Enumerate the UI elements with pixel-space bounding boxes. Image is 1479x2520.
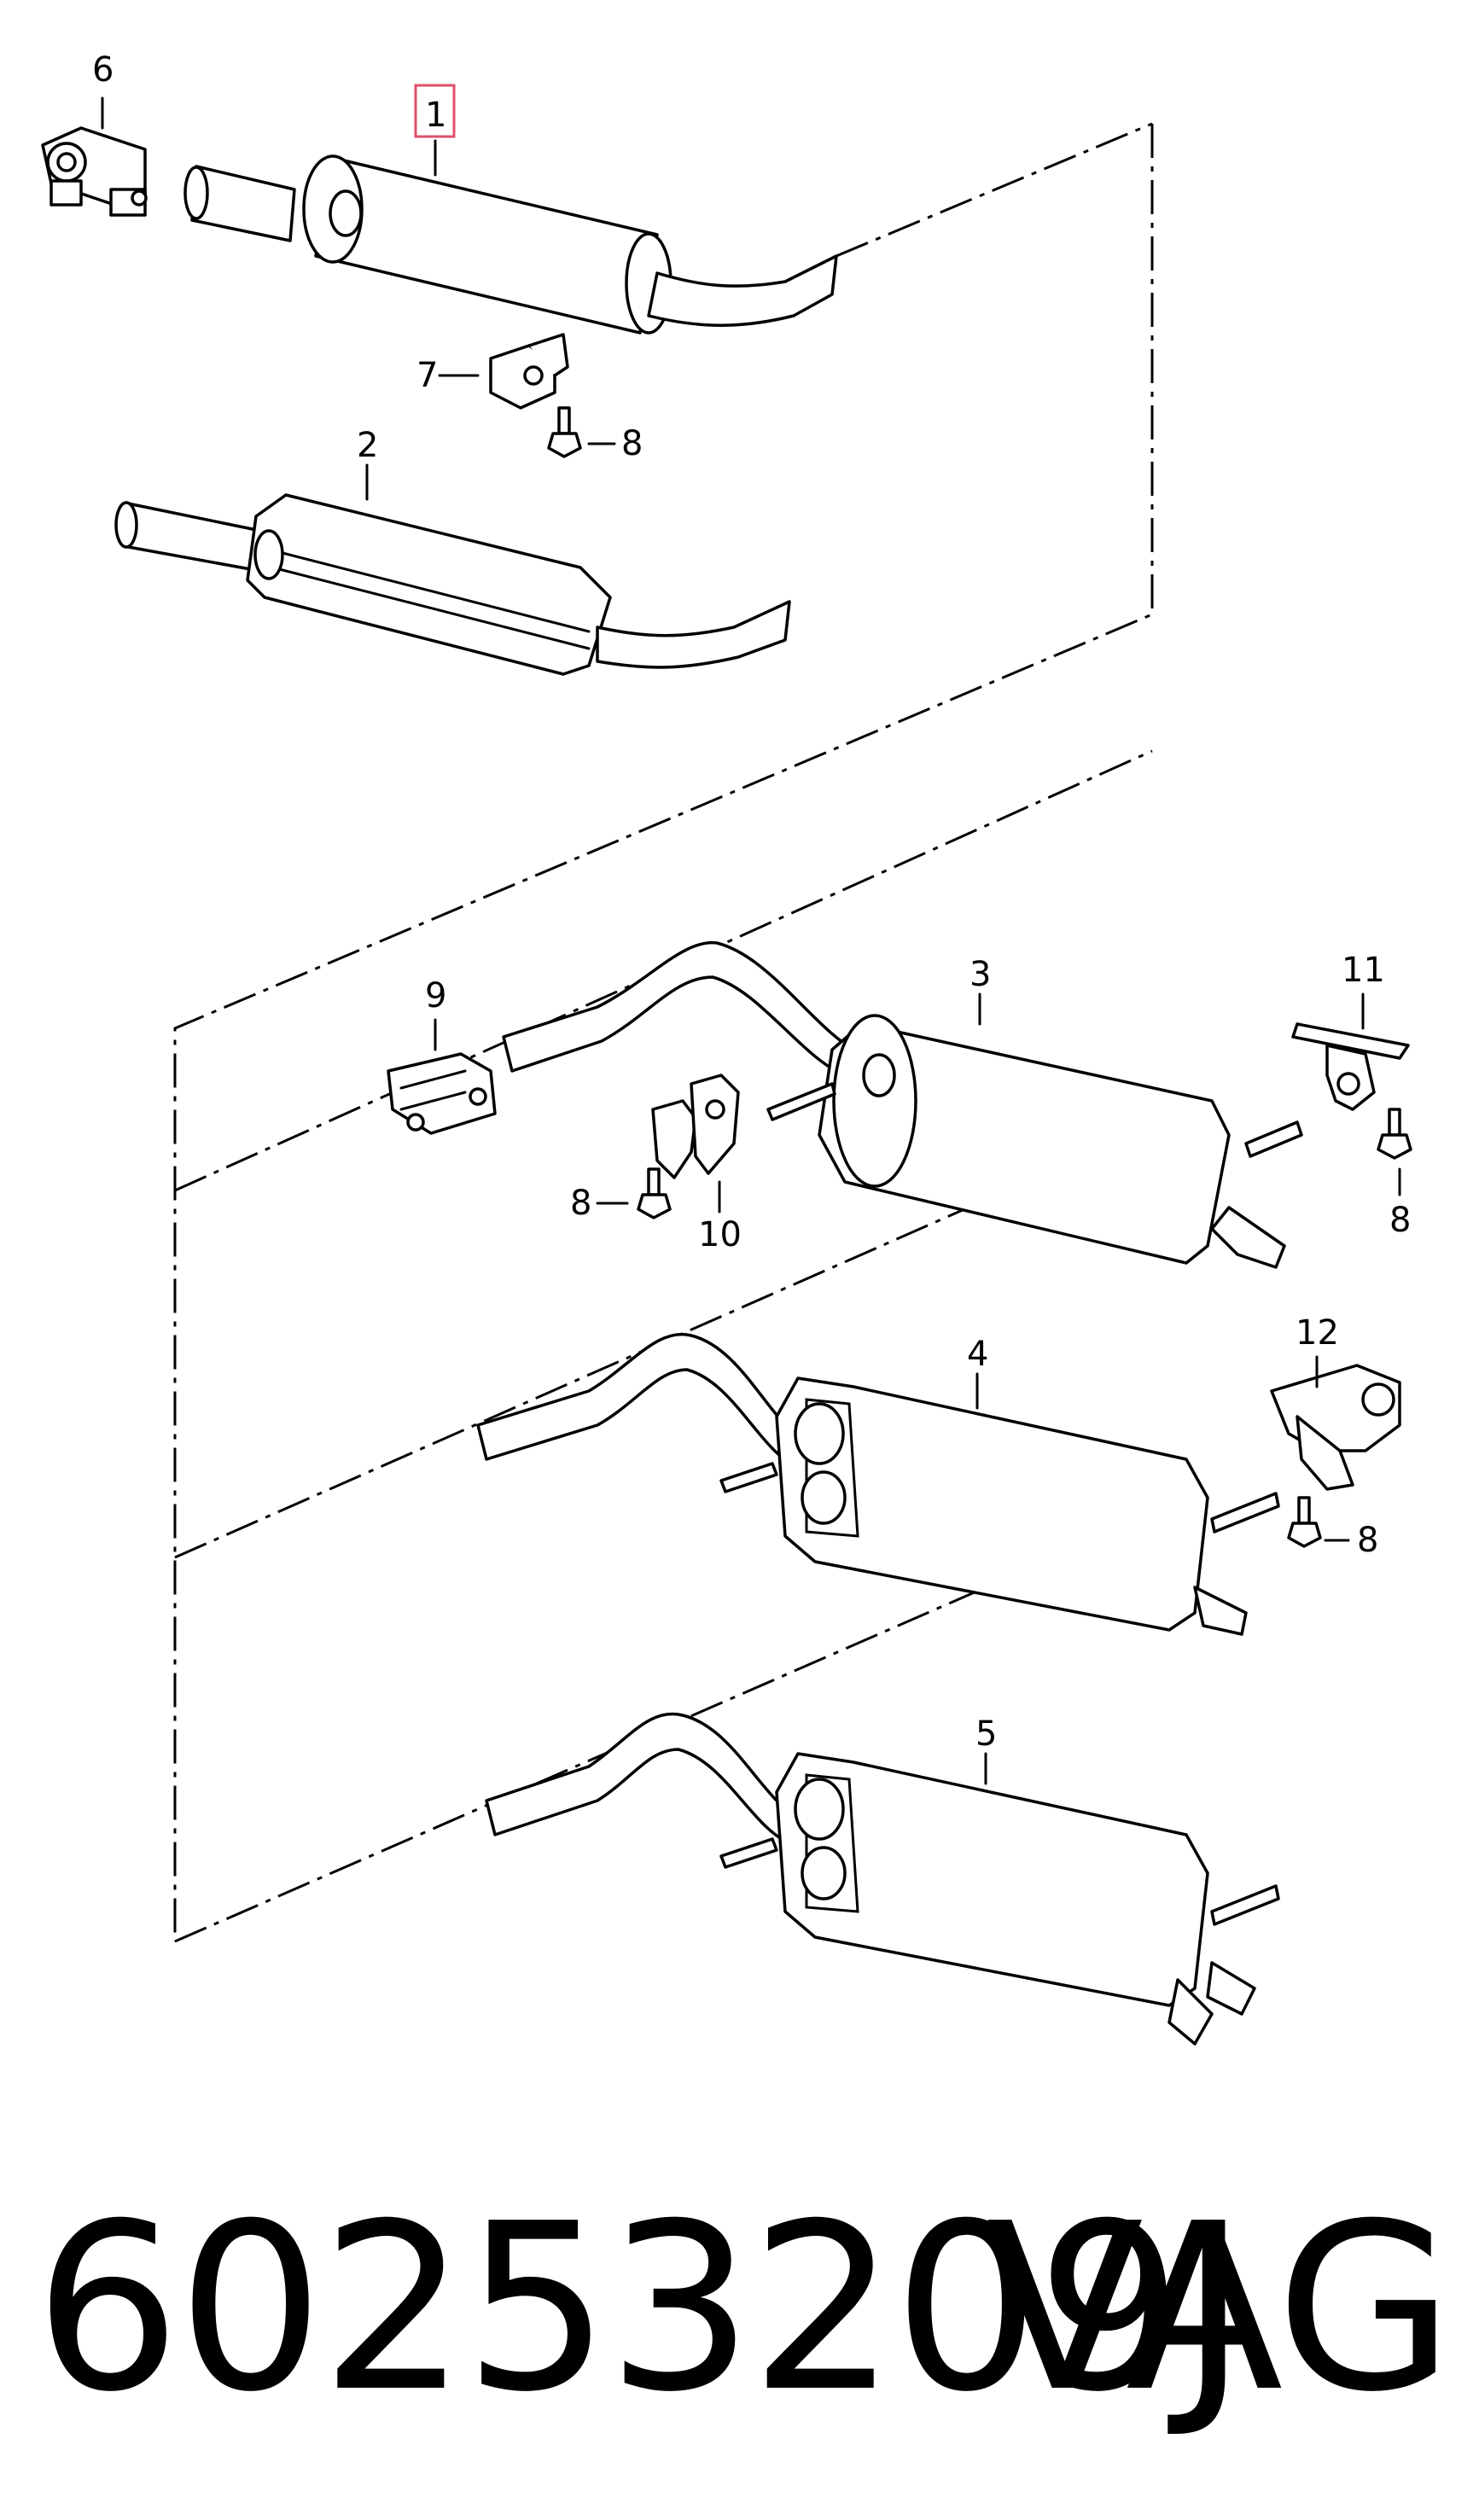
rear-silencer-part-3[interactable]: [502, 940, 1303, 1269]
highlight-box-part-1: [414, 84, 456, 138]
bolt-8b[interactable]: [637, 1167, 672, 1219]
label-part-8-c: 8: [1389, 1201, 1411, 1240]
leader-lines: [101, 96, 1401, 1785]
part-caption: 60253209J VAG: [34, 2174, 1454, 2442]
brand-name: VAG: [986, 2174, 1454, 2442]
label-part-3: 3: [970, 955, 991, 994]
label-part-2: 2: [357, 426, 378, 465]
clamp-part-9[interactable]: [387, 1052, 497, 1135]
label-part-6: 6: [92, 50, 114, 90]
bolt-8d[interactable]: [1287, 1496, 1322, 1548]
label-part-8-a: 8: [621, 424, 643, 463]
bracket-part-7[interactable]: [489, 333, 569, 410]
bolt-8c[interactable]: [1377, 1108, 1412, 1160]
label-part-8-b: 8: [570, 1184, 591, 1223]
bracket-part-12[interactable]: [1270, 1364, 1401, 1491]
label-part-7: 7: [416, 356, 438, 395]
label-part-12: 12: [1296, 1313, 1339, 1353]
rear-silencer-part-4[interactable]: [476, 1332, 1280, 1636]
bracket-part-10[interactable]: [651, 1074, 740, 1179]
label-part-5: 5: [975, 1714, 997, 1754]
label-part-8-d: 8: [1357, 1521, 1378, 1560]
bolt-8a[interactable]: [547, 406, 582, 458]
label-part-11: 11: [1342, 951, 1385, 990]
clamp-part-6[interactable]: [41, 126, 148, 217]
rear-silencer-part-5[interactable]: [485, 1712, 1280, 2046]
upper-frame-line: [836, 122, 1153, 258]
center-silencer-part-2[interactable]: [114, 493, 791, 676]
assembly-frame: [173, 124, 1154, 1943]
label-part-10: 10: [698, 1215, 742, 1254]
label-part-9: 9: [425, 976, 446, 1016]
label-part-1: 1: [425, 96, 446, 135]
hanger-part-11[interactable]: [1291, 1022, 1410, 1111]
label-part-4: 4: [967, 1335, 988, 1374]
part-number: 60253209J: [34, 2174, 1248, 2442]
front-silencer-part-1[interactable]: [183, 154, 838, 335]
